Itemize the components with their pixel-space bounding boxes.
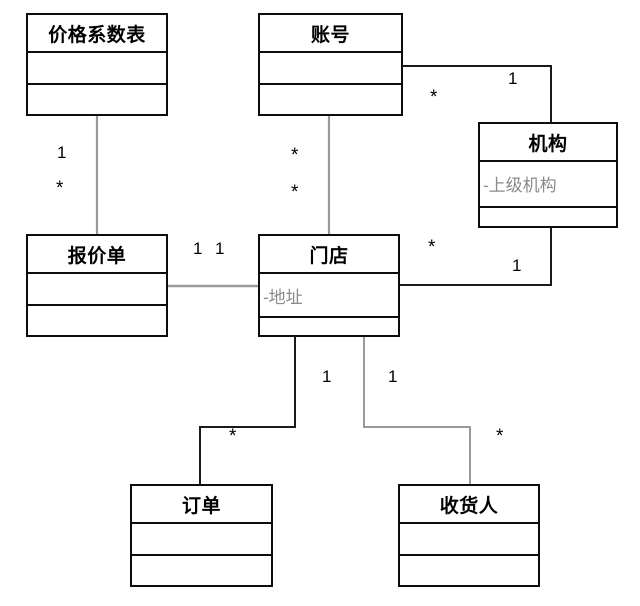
class-box-quotation[interactable]: 报价单 bbox=[26, 234, 168, 337]
multiplicity-consignee-many: * bbox=[496, 426, 504, 447]
class-name-consignee: 收货人 bbox=[400, 486, 538, 524]
class-operations-account bbox=[260, 85, 401, 115]
class-operations-price-coefficient-table bbox=[28, 85, 166, 115]
class-name-store: 门店 bbox=[260, 236, 398, 274]
multiplicity-quotation-many: * bbox=[56, 178, 64, 199]
multiplicity-order-many: * bbox=[229, 426, 237, 447]
class-attributes-organization: -上级机构 bbox=[480, 162, 616, 208]
class-attributes-price-coefficient-table bbox=[28, 53, 166, 85]
multiplicity-store-org-many: * bbox=[428, 237, 436, 258]
class-name-account: 账号 bbox=[260, 15, 401, 53]
multiplicity-store-consignee-one: 1 bbox=[388, 367, 398, 386]
multiplicity-store-order-one: 1 bbox=[322, 367, 332, 386]
class-attributes-quotation bbox=[28, 274, 166, 306]
class-attributes-account bbox=[260, 53, 401, 85]
class-attributes-consignee bbox=[400, 524, 538, 556]
association-store-to-organization[interactable] bbox=[400, 228, 552, 286]
class-operations-quotation bbox=[28, 306, 166, 336]
class-box-consignee[interactable]: 收货人 bbox=[398, 484, 540, 587]
class-operations-store bbox=[260, 318, 398, 335]
class-name-price-coefficient-table: 价格系数表 bbox=[28, 15, 166, 53]
multiplicity-store-account-many: * bbox=[291, 182, 299, 203]
class-box-order[interactable]: 订单 bbox=[130, 484, 273, 587]
class-box-account[interactable]: 账号 bbox=[258, 13, 403, 116]
class-attributes-order bbox=[132, 524, 271, 556]
association-store-to-order[interactable] bbox=[199, 337, 296, 484]
class-operations-consignee bbox=[400, 556, 538, 586]
association-account-to-organization[interactable] bbox=[403, 65, 552, 122]
class-name-quotation: 报价单 bbox=[28, 236, 166, 274]
multiplicity-org-one-bottom: 1 bbox=[512, 256, 522, 275]
class-operations-organization bbox=[480, 208, 616, 227]
class-name-organization: 机构 bbox=[480, 124, 616, 162]
class-box-store[interactable]: 门店 -地址 bbox=[258, 234, 400, 337]
multiplicity-account-store-many: * bbox=[291, 145, 299, 166]
multiplicity-store-one-left: 1 bbox=[215, 239, 225, 258]
association-store-to-consignee[interactable] bbox=[363, 337, 471, 484]
class-box-organization[interactable]: 机构 -上级机构 bbox=[478, 122, 618, 228]
class-operations-order bbox=[132, 556, 271, 586]
class-box-price-coefficient-table[interactable]: 价格系数表 bbox=[26, 13, 168, 116]
multiplicity-account-org-many: * bbox=[430, 87, 438, 108]
multiplicity-quotation-one: 1 bbox=[193, 239, 203, 258]
multiplicity-org-one-top: 1 bbox=[508, 69, 518, 88]
multiplicity-price-table-one: 1 bbox=[57, 143, 67, 162]
class-attributes-store: -地址 bbox=[260, 274, 398, 318]
class-name-order: 订单 bbox=[132, 486, 271, 524]
